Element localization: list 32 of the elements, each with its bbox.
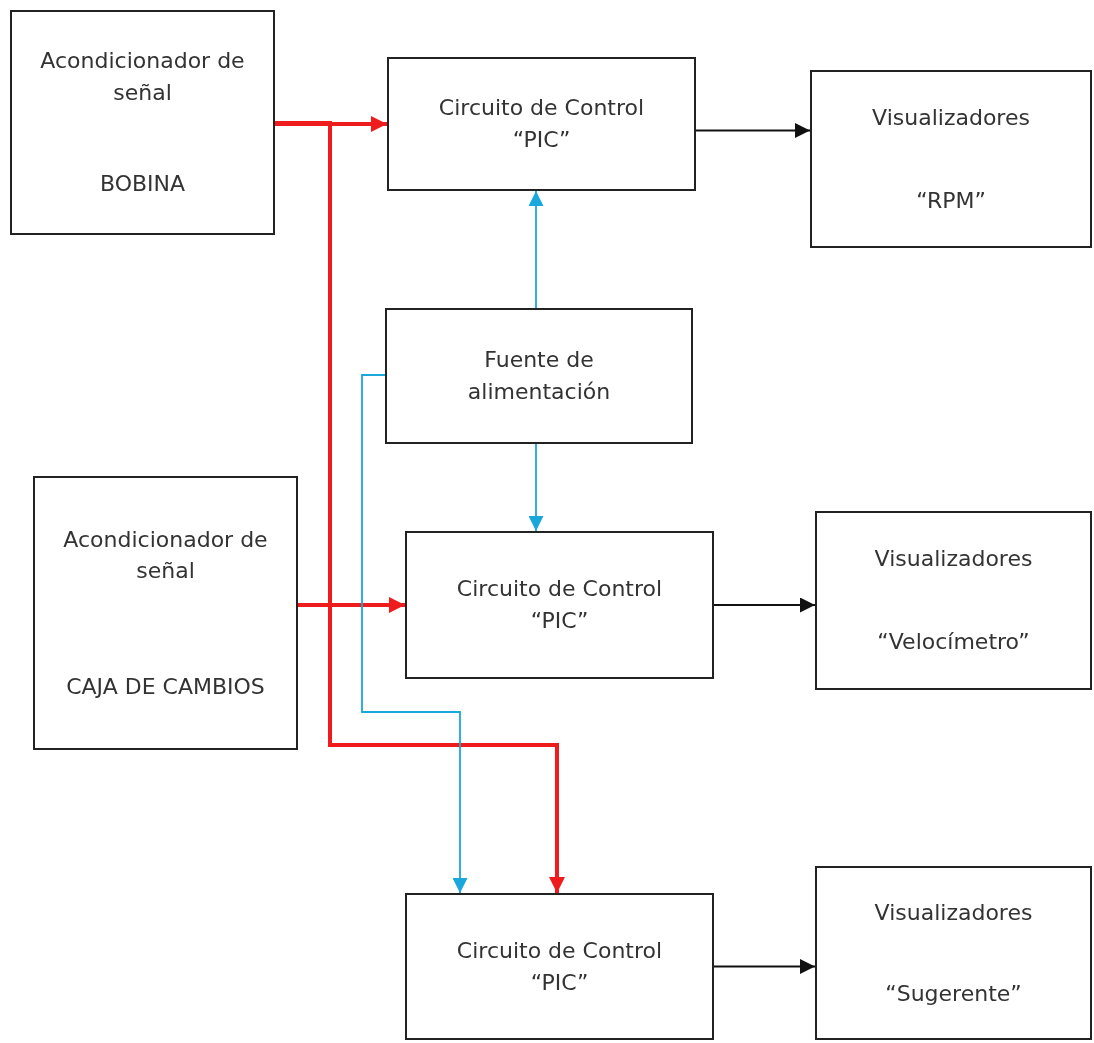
process-box: [405, 893, 714, 1040]
node-label: “Sugerente”: [885, 979, 1022, 1008]
arrow: [275, 121, 565, 893]
node-label: Circuito de Control “PIC”: [455, 575, 664, 635]
node-label: Visualizadores: [874, 544, 1033, 573]
process-box: [405, 531, 714, 679]
node-label: “Velocímetro”: [877, 628, 1030, 657]
node-label: CAJA DE CAMBIOS: [66, 672, 265, 701]
node-label: Acondicionador de señal: [39, 47, 246, 108]
arrow: [361, 374, 468, 894]
node-label: Visualizadores: [872, 103, 1030, 132]
arrow: [528, 443, 544, 532]
node-label: Fuente de alimentación: [466, 346, 612, 406]
node-label: Circuito de Control “PIC”: [455, 936, 664, 997]
node-label: Circuito de Control “PIC”: [437, 94, 646, 154]
arrow: [275, 116, 387, 132]
process-box: [810, 70, 1092, 248]
process-box: [815, 866, 1092, 1040]
process-box: [815, 511, 1092, 690]
arrow: [713, 959, 816, 974]
node-label: Acondicionador de señal: [62, 525, 269, 586]
node-label: BOBINA: [99, 169, 186, 198]
process-box: [387, 57, 696, 191]
process-box: [385, 308, 693, 444]
arrow: [695, 123, 811, 138]
arrow: [528, 190, 544, 309]
arrow: [298, 597, 405, 613]
process-box: [10, 10, 275, 235]
process-box: [33, 476, 298, 750]
arrow: [713, 597, 816, 613]
node-label: “RPM”: [916, 186, 986, 215]
node-label: Visualizadores: [874, 898, 1033, 927]
